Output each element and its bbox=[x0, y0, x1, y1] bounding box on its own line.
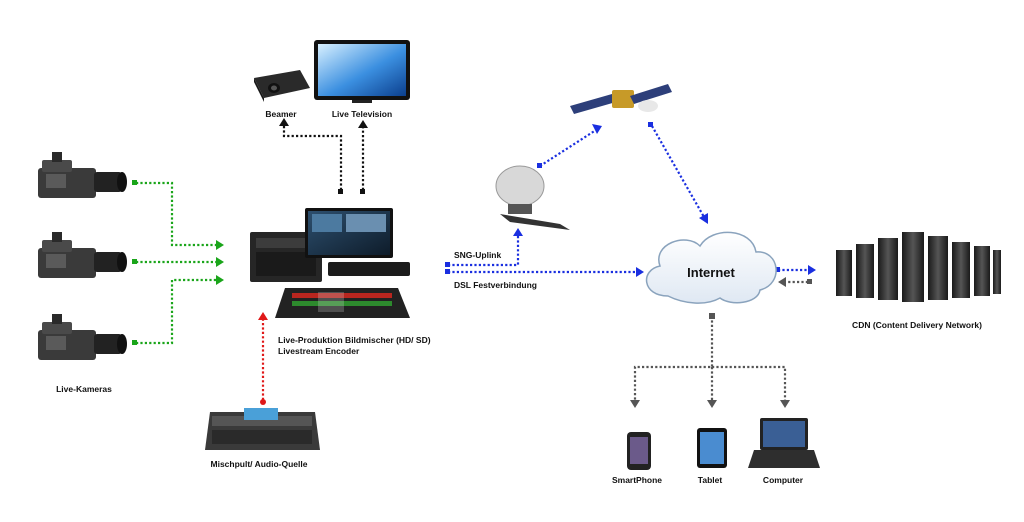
endpoint bbox=[338, 189, 343, 194]
satellite-icon bbox=[570, 84, 672, 114]
internet-cloud-icon bbox=[645, 231, 777, 304]
beamer-label: Beamer bbox=[265, 109, 297, 119]
cameras-label: Live-Kameras bbox=[56, 384, 112, 394]
endpoint bbox=[775, 267, 780, 272]
arrowhead bbox=[216, 275, 224, 285]
arrowhead bbox=[216, 240, 224, 250]
stream-output-lines bbox=[448, 125, 808, 274]
camera-icon bbox=[38, 232, 127, 278]
mixer-label-line1: Live-Produktion Bildmischer (HD/ SD) bbox=[278, 335, 431, 345]
arrowhead bbox=[630, 400, 640, 408]
endpoint bbox=[132, 259, 137, 264]
computer-label: Computer bbox=[762, 475, 804, 485]
arrowhead bbox=[778, 277, 786, 287]
arrowhead bbox=[808, 265, 816, 275]
tablet-icon bbox=[697, 428, 727, 468]
laptop-icon bbox=[748, 418, 820, 468]
satellite-dish-icon bbox=[495, 165, 570, 230]
arrowhead bbox=[592, 124, 602, 134]
production-switcher-icon bbox=[250, 208, 410, 318]
audio-label: Mischpult/ Audio-Quelle bbox=[210, 459, 308, 469]
endpoint bbox=[648, 122, 653, 127]
sng-label: SNG-Uplink bbox=[454, 250, 502, 260]
display-output-lines bbox=[282, 126, 365, 190]
camera-icon bbox=[38, 314, 127, 360]
tv-label: Live Television bbox=[331, 109, 393, 119]
endpoint bbox=[360, 189, 365, 194]
arrowhead bbox=[216, 257, 224, 267]
dsl-label: DSL Festverbindung bbox=[454, 280, 537, 290]
arrowhead bbox=[707, 400, 717, 408]
arrowhead bbox=[513, 228, 523, 236]
arrowhead bbox=[699, 213, 708, 224]
cdn-label: CDN (Content Delivery Network) bbox=[852, 320, 982, 330]
projector-icon bbox=[254, 70, 310, 102]
endpoint bbox=[445, 262, 450, 267]
camera-icon bbox=[38, 152, 127, 198]
endpoint bbox=[537, 163, 542, 168]
arrowhead bbox=[358, 120, 368, 128]
television-icon bbox=[314, 40, 410, 103]
arrowhead bbox=[279, 118, 289, 126]
audio-mixer-icon bbox=[205, 408, 320, 450]
smartphone-icon bbox=[627, 432, 651, 470]
endpoint bbox=[807, 279, 812, 284]
smartphone-label: SmartPhone bbox=[611, 475, 663, 485]
arrowhead bbox=[258, 312, 268, 320]
server-rack-icon bbox=[836, 232, 1001, 302]
internet-label: Internet bbox=[687, 265, 735, 280]
camera-feed-lines bbox=[136, 181, 216, 345]
endpoint bbox=[260, 399, 266, 405]
endpoint bbox=[132, 340, 137, 345]
arrowhead bbox=[780, 400, 790, 408]
endpoint bbox=[445, 269, 450, 274]
arrowhead bbox=[636, 267, 644, 277]
device-distribution-lines bbox=[633, 316, 787, 400]
endpoint bbox=[709, 313, 715, 319]
tablet-label: Tablet bbox=[697, 475, 723, 485]
endpoint bbox=[132, 180, 137, 185]
mixer-label-line2: Livestream Encoder bbox=[278, 346, 360, 356]
